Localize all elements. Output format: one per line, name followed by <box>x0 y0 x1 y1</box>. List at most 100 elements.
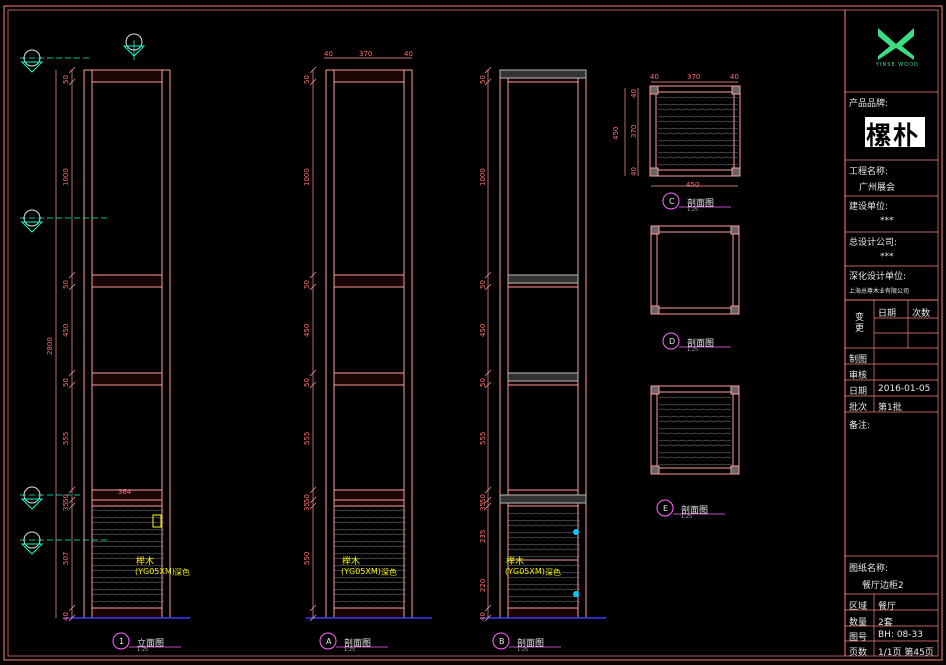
grain-line <box>507 543 581 546</box>
shelf-1-4 <box>91 499 163 507</box>
batch-label: 批次 <box>849 403 868 413</box>
dim-chain-secb-tick-0 <box>484 66 492 74</box>
project-name-label: 工程名称: <box>849 167 889 177</box>
dim-chain-secb-tick-4 <box>484 369 492 377</box>
dim-seca-top-1: 370 <box>359 50 373 58</box>
section-d-plan-post-3 <box>730 305 740 315</box>
drawing-name-label: 图纸名称: <box>849 564 889 574</box>
dim-chain-elev1-tick-6 <box>68 486 76 494</box>
general-design: *** <box>880 252 894 262</box>
grain-line <box>657 156 739 159</box>
view-scale-section-a: 1:25 <box>344 647 356 653</box>
dim-secb-8: 235 <box>479 529 487 543</box>
section-e-plan-grain <box>658 396 732 466</box>
dim-seca-5: 555 <box>303 431 311 445</box>
dim-elev1-1: 1000 <box>62 168 70 186</box>
dim-secc-total-bottom: 450 <box>686 181 700 189</box>
grain-line <box>658 463 732 466</box>
dim-secc-top-1: 370 <box>687 73 701 81</box>
dim-secc-top-0: 40 <box>650 73 659 81</box>
view-scale-section-c: 1:25 <box>687 207 699 213</box>
grain-line <box>657 103 739 106</box>
dim-seca-2: 50 <box>303 280 311 289</box>
dim-secb-0: 50 <box>479 75 487 84</box>
view-marker-section-c <box>662 192 680 210</box>
dim-secb-9: 220 <box>479 578 487 592</box>
material-finish-2: 深色 <box>381 568 397 577</box>
material-name-1: 榉木 <box>136 557 155 567</box>
door-grain-1 <box>91 509 165 603</box>
dim-chain-secb-tick-8 <box>484 502 492 510</box>
view-title-section-c: 剖面图 <box>687 199 715 209</box>
grain-line <box>91 593 165 596</box>
pages-label: 页数 <box>849 648 868 658</box>
section-cut-marker-4 <box>125 33 143 51</box>
view-marker-section-a <box>319 632 337 650</box>
section-d-plan-post-1 <box>730 225 740 235</box>
material-finish-1: 深色 <box>174 568 190 577</box>
dim-secb-5: 555 <box>479 431 487 445</box>
handle-elev1 <box>152 514 162 528</box>
title-block-grid <box>845 91 938 656</box>
grain-line <box>658 444 732 447</box>
section-cut-arrow-0 <box>20 61 44 73</box>
grain-line <box>333 528 407 531</box>
dim-chain-elev1-tick-10 <box>68 614 76 622</box>
brand-mark-box <box>865 117 925 147</box>
grain-line <box>658 427 732 430</box>
section-c-plan-outline <box>649 85 741 177</box>
grain-line <box>657 139 739 142</box>
general-design-label: 总设计公司: <box>849 238 898 248</box>
dim-seca-4: 50 <box>303 378 311 387</box>
base-2 <box>333 607 405 619</box>
grain-line <box>91 576 165 579</box>
section-c-plan-inner <box>655 91 735 171</box>
drawing-area <box>20 28 914 650</box>
product-brand-label: 产品品牌: <box>849 99 889 109</box>
dim-chain-seca-tick-0 <box>309 66 317 74</box>
section-d-plan-post-2 <box>650 305 660 315</box>
dim-elev1-drawer-width: 364 <box>118 488 132 496</box>
dim-chain-seca-tick-7 <box>309 496 317 504</box>
dim-chain-seca-tick-10 <box>309 614 317 622</box>
grain-line <box>507 512 581 515</box>
dim-secb-10: 40 <box>479 612 487 621</box>
grain-line <box>658 420 732 423</box>
dim-chain-secb-tick-2 <box>484 271 492 279</box>
dim-chain-secb-tick-1 <box>484 78 492 86</box>
grain-line <box>91 528 165 531</box>
material-finish-3: 深色 <box>545 568 561 577</box>
view-marker-elevation-1 <box>112 632 130 650</box>
dim-chain-elev1-tick-3 <box>68 283 76 291</box>
grain-line <box>333 593 407 596</box>
grain-line <box>507 524 581 527</box>
grain-line <box>507 588 581 591</box>
dim-chain-seca-tick-6 <box>309 486 317 494</box>
dim-secc-total-side: 450 <box>612 126 620 140</box>
view-title-section-e: 剖面图 <box>681 506 709 516</box>
construction-unit: *** <box>880 216 894 226</box>
dim-chain-secb-tick-6 <box>484 486 492 494</box>
grain-line <box>91 569 165 572</box>
grain-line <box>658 415 732 418</box>
section-cut-marker-1 <box>23 209 41 227</box>
outer-border <box>3 5 943 661</box>
section-cut-arrow-1 <box>20 221 44 233</box>
drawing-no-value: BH: 08-33 <box>878 630 923 640</box>
drawer-grain-b1 <box>507 512 581 558</box>
view-title-elevation-1: 立面图 <box>137 639 165 649</box>
section-e-plan-outline <box>650 385 740 475</box>
dim-chain-elev1-tick-2 <box>68 271 76 279</box>
remarks-label: 备注: <box>849 421 871 431</box>
grain-line <box>658 456 732 459</box>
grain-line <box>658 396 732 399</box>
grain-line <box>333 557 407 560</box>
grain-line <box>91 533 165 536</box>
date-value: 2016-01-05 <box>878 384 931 394</box>
dim-elev1-8: 507 <box>62 551 70 565</box>
dim-elev1-total: 2800 <box>46 337 54 355</box>
dim-secb-2: 50 <box>479 280 487 289</box>
batch-value: 第1批 <box>878 403 902 413</box>
view-scale-section-b: 1:25 <box>517 647 529 653</box>
